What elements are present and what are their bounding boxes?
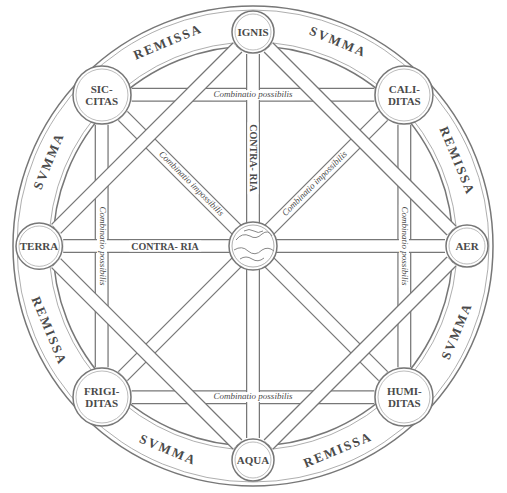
bar-label: Combinatio possibilis — [212, 392, 295, 402]
connector-bar — [269, 48, 452, 231]
ring-label: REMISSA — [301, 429, 375, 472]
bar-label: Combinatio impossibilis — [155, 148, 227, 220]
circle-text: IGNIS — [237, 26, 268, 38]
bar-label: CONTRA- RIA — [130, 241, 202, 252]
circle-text: TERRA — [20, 240, 59, 252]
element-circle: AQUA — [231, 438, 275, 482]
circle-text: AER — [455, 240, 478, 252]
connector-bar — [269, 262, 452, 445]
circle-text: SIC- CITAS — [79, 83, 125, 107]
element-circle: TERRA — [15, 222, 63, 270]
element-circle: CALI- DITAS — [374, 65, 434, 125]
ring-label: SVMMA — [438, 300, 476, 362]
element-circle: SIC- CITAS — [72, 65, 132, 125]
connector-bar — [56, 263, 237, 444]
ring-label: REMISSA — [132, 20, 206, 63]
ring-label: SVMMA — [137, 431, 199, 469]
bar-label: Combinatio possibilis — [97, 205, 107, 288]
element-name: AQUA — [237, 454, 269, 466]
bar-label: Combinatio possibilis — [399, 205, 409, 288]
element-name: FRIGI- DITAS — [79, 385, 125, 409]
bar-label: CONTRA- RIA — [248, 123, 259, 195]
ring-label: REMISSA — [27, 294, 70, 368]
ring-label: SVMMA — [30, 130, 68, 192]
ring-label: SVMMA — [307, 23, 369, 61]
element-circle: AER — [445, 224, 489, 268]
circle-text: CALI- DITAS — [381, 83, 427, 107]
connector-bar — [56, 48, 237, 229]
element-circle: HUMI- DITAS — [374, 367, 434, 427]
element-name: SIC- CITAS — [79, 83, 125, 107]
element-circle: IGNIS — [231, 10, 275, 54]
element-circle: FRIGI- DITAS — [72, 367, 132, 427]
element-name: AER — [455, 240, 478, 252]
ring-label: REMISSA — [436, 125, 479, 199]
element-name: HUMI- DITAS — [381, 385, 427, 409]
circle-text: HUMI- DITAS — [381, 385, 427, 409]
circle-text: FRIGI- DITAS — [79, 385, 125, 409]
element-name: IGNIS — [237, 26, 268, 38]
element-name: TERRA — [20, 240, 59, 252]
bar-label: Combinatio possibilis — [212, 90, 295, 100]
circle-text: AQUA — [237, 454, 269, 466]
element-name: CALI- DITAS — [381, 83, 427, 107]
bar-label: Combinatio impossibilis — [279, 148, 351, 220]
